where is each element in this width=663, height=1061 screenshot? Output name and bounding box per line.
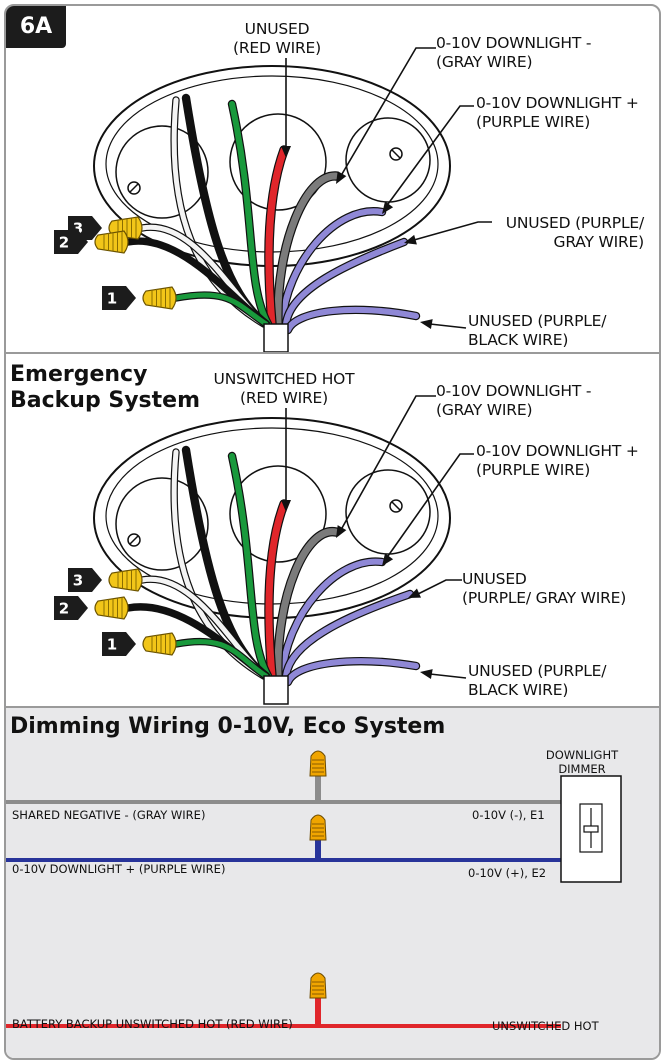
screw-right-slot — [391, 149, 401, 159]
label-purple-wire: 0-10V DOWNLIGHT +(PURPLE WIRE) — [476, 94, 639, 131]
wire-purple-black — [285, 658, 419, 685]
connector-lead-3 — [173, 639, 269, 679]
arrow-purple — [387, 105, 474, 205]
wire-gray — [274, 172, 340, 328]
arrow-purple-black — [429, 323, 467, 329]
arrow-gray-head — [336, 171, 347, 184]
dimming-wiring-diagram — [6, 750, 622, 1028]
label-purple-black-unused: UNUSED (PURPLE/BLACK WIRE) — [468, 662, 607, 699]
arrow-purple-head — [382, 201, 394, 214]
wire-nut-1: 1 — [102, 632, 177, 656]
dimmer-slider-knob — [583, 825, 599, 833]
purple-line-terminal-label: 0-10V (+), E2 — [468, 866, 547, 880]
wire-nut-1-tag — [102, 632, 136, 656]
junction-box-diagram-top: 32 1 — [54, 47, 492, 352]
wire-red — [265, 146, 288, 328]
wire-nut-red — [309, 972, 327, 999]
wire-nut-2: 2 — [54, 596, 129, 620]
label-purple-gray-unused: UNUSED (PURPLE/GRAY WIRE) — [505, 214, 644, 251]
arrow-red-head — [281, 500, 291, 512]
label-purple-gray-unused: UNUSED(PURPLE/ GRAY WIRE) — [462, 570, 627, 607]
wire-purple-gray — [283, 591, 413, 679]
wire-nut-3-number: 3 — [73, 572, 83, 590]
cable-sheath — [263, 675, 289, 705]
mount-hole-2 — [345, 469, 431, 555]
label-red-unswitched-hot: UNSWITCHED HOT(RED WIRE) — [213, 370, 355, 407]
label-purple-black-unused: UNUSED (PURPLE/BLACK WIRE) — [468, 312, 607, 349]
wire-nut-3-nut — [108, 568, 143, 592]
arrow-purple-gray — [413, 221, 492, 241]
wire-purple-black — [285, 306, 419, 333]
junction-box-diagram-emergency: 32 1 — [54, 395, 474, 705]
mount-hole-0 — [115, 125, 209, 219]
red-line-terminal-label: UNSWITCHED HOT — [492, 1019, 599, 1033]
arrow-purple-gray — [417, 579, 462, 595]
mount-hole-2 — [345, 117, 431, 203]
arrow-red-head — [281, 146, 291, 158]
gray-line-terminal-label: 0-10V (-), E1 — [472, 808, 545, 822]
arrow-purple-head — [382, 553, 394, 566]
wire-green — [229, 453, 271, 679]
screw-left-slot — [129, 183, 139, 193]
purple-line-label: 0-10V DOWNLIGHT + (PURPLE WIRE) — [12, 862, 226, 876]
gray-line-label: SHARED NEGATIVE - (GRAY WIRE) — [12, 808, 206, 822]
wire-nut-gray — [309, 750, 327, 777]
label-purple-wire: 0-10V DOWNLIGHT +(PURPLE WIRE) — [476, 442, 639, 479]
arrow-gray — [341, 395, 436, 529]
mount-hole-0 — [115, 477, 209, 571]
panel-title-dimming: Dimming Wiring 0-10V, Eco System — [10, 714, 446, 739]
wire-nut-3-tag — [68, 568, 102, 592]
wire-purple-gray — [283, 239, 407, 327]
wire-nut-2-tag — [54, 230, 88, 254]
wire-nut-2-nut — [94, 596, 129, 620]
arrow-purple-black-head — [420, 319, 433, 330]
arrow-purple-black-head — [420, 669, 433, 680]
wire-nut-2: 2 — [54, 230, 129, 254]
wire-nut-2-number: 2 — [59, 234, 69, 252]
wire-nut-1-number: 1 — [107, 290, 117, 308]
wire-nut-1-nut — [142, 286, 177, 310]
wire-nut-1-number: 1 — [107, 636, 117, 654]
arrow-gray-head — [336, 525, 347, 538]
wire-nut-3-number: 3 — [73, 220, 83, 238]
wire-nut-2-tag — [54, 596, 88, 620]
wire-gray — [274, 528, 340, 680]
figure-badge: 6A — [6, 6, 66, 48]
connector-lead-3 — [173, 292, 269, 327]
wire-purple — [279, 558, 385, 679]
arrow-gray — [341, 47, 436, 175]
red-line-label: BATTERY BACKUP UNSWITCHED HOT (RED WIRE) — [12, 1017, 293, 1031]
screw-left-slot — [129, 535, 139, 545]
wire-nut-purple — [309, 814, 327, 841]
arrow-purple-gray-head — [404, 234, 417, 245]
panel-dimming-wiring: Dimming Wiring 0-10V, Eco System DOWNLIG… — [6, 708, 659, 1058]
label-gray-wire: 0-10V DOWNLIGHT -(GRAY WIRE) — [436, 382, 592, 419]
arrow-purple — [387, 453, 474, 557]
wire-nut-1: 1 — [102, 286, 177, 310]
label-red-unused: UNUSED(RED WIRE) — [233, 20, 321, 57]
wire-red — [265, 500, 288, 680]
cable-sheath — [263, 323, 289, 352]
wire-green — [229, 101, 271, 327]
wire-nut-2-nut — [94, 230, 129, 254]
wire-nut-1-tag — [102, 286, 136, 310]
arrow-purple-black — [429, 673, 467, 679]
label-gray-wire: 0-10V DOWNLIGHT -(GRAY WIRE) — [436, 34, 592, 71]
wire-nut-2-number: 2 — [59, 600, 69, 618]
arrow-purple-gray-head — [408, 588, 421, 598]
wire-purple — [279, 208, 385, 327]
screw-right-slot — [391, 501, 401, 511]
wire-nut-1-nut — [142, 632, 177, 656]
wire-nut-3: 3 — [68, 568, 143, 592]
